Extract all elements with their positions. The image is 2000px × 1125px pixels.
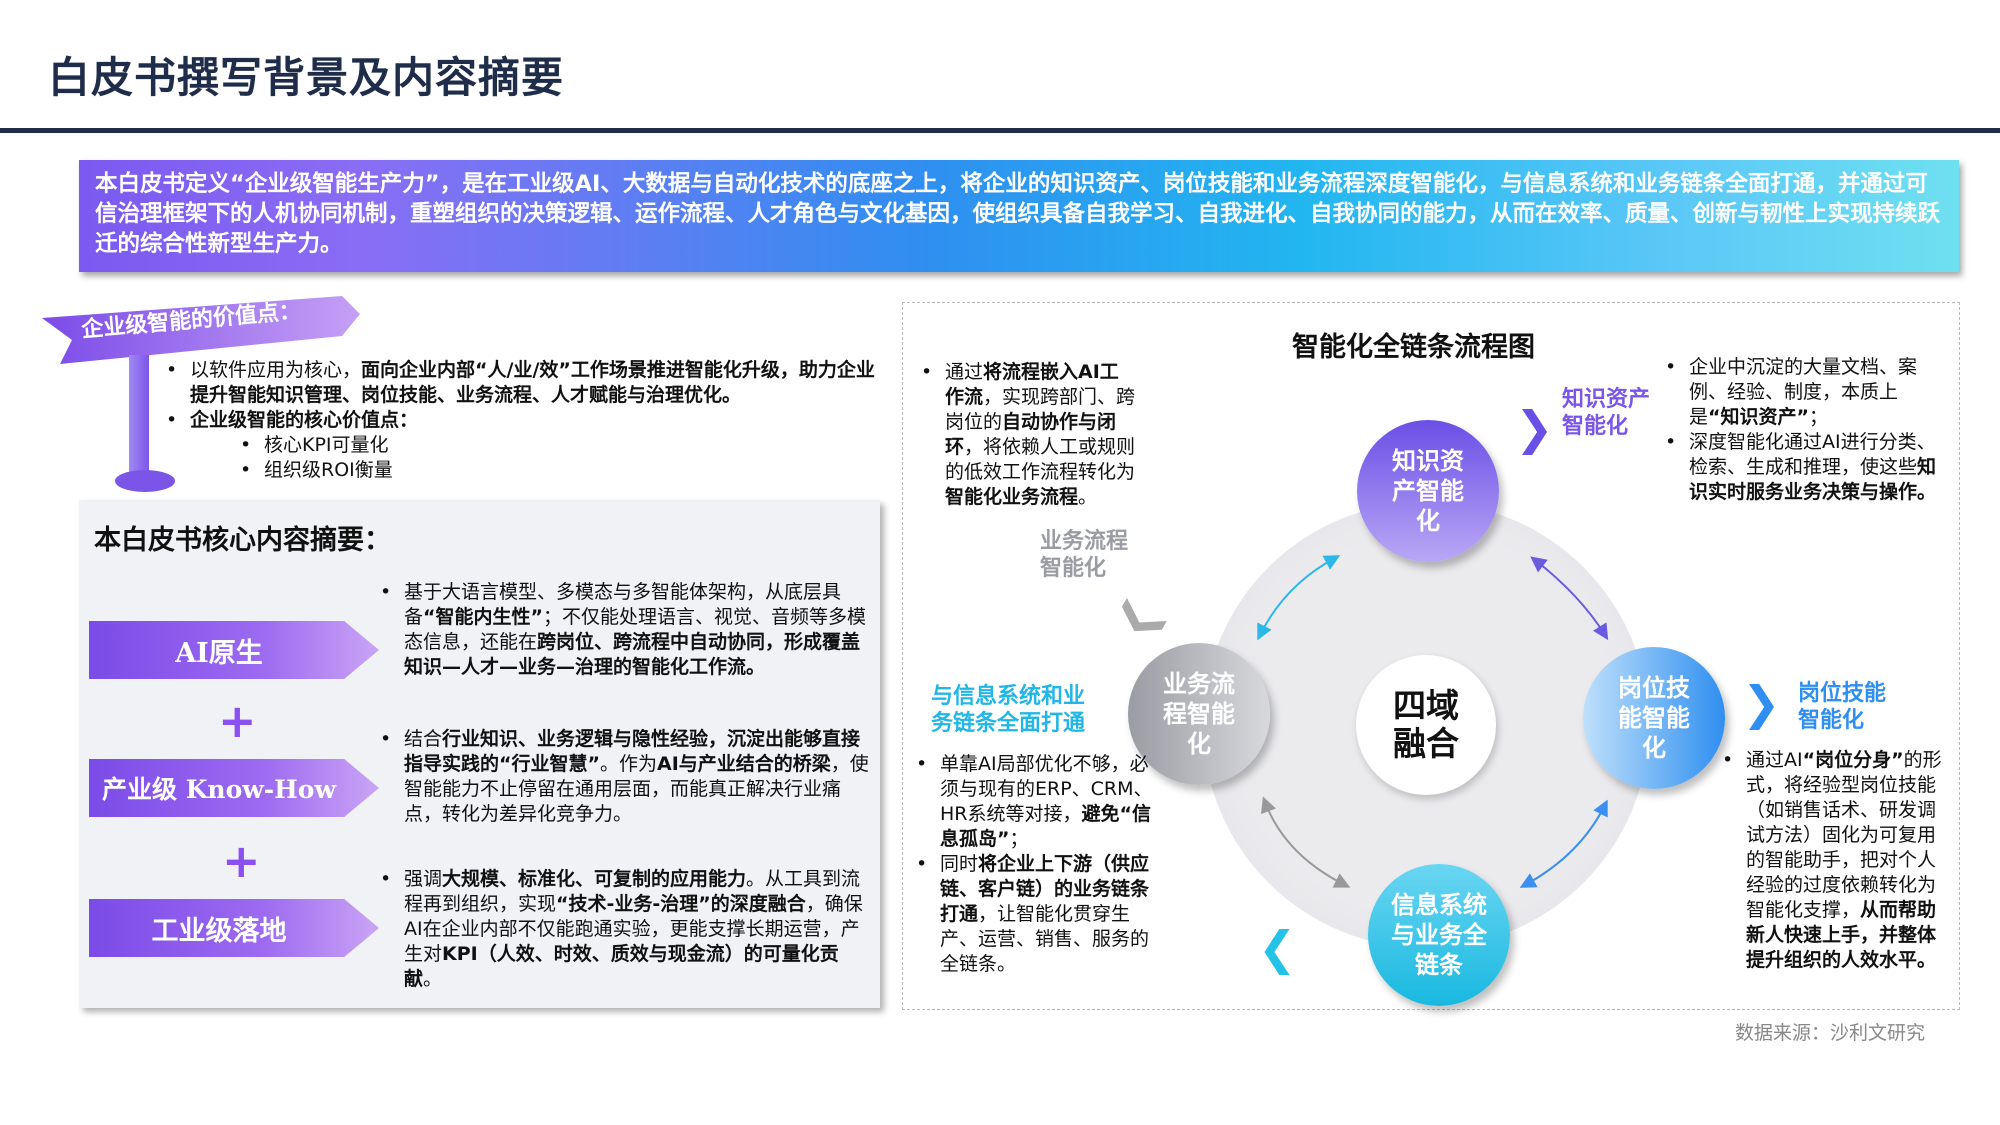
- text-segment: 单靠AI局部优化不够，必须与现有的ERP、CRM、HR系统等对接，: [940, 753, 1153, 825]
- text-segment: 同时: [940, 853, 979, 875]
- text-segment: 行业知识、业务逻辑与隐性经验，沉淀出能够直接指导实践的“行业智慧”: [404, 728, 861, 775]
- text-segment: ，让智能化贯穿生产、运营、销售、服务的全链条。: [940, 903, 1150, 975]
- text-segment: 将流程嵌入AI工作流: [945, 361, 1119, 408]
- bullet-item: 单靠AI局部优化不够，必须与现有的ERP、CRM、HR系统等对接，避免“信息孤岛…: [916, 752, 1166, 852]
- text-segment: 面向企业内部“人/业/效”工作场景推进智能化升级，助力企业提升智能知识管理、岗位…: [190, 359, 875, 406]
- note-knowledge: 企业中沉淀的大量文档、案例、经验、制度，本质上是“知识资产”；深度智能化通过AI…: [1665, 355, 1940, 505]
- flow-panel: [902, 302, 1960, 1010]
- text-segment: 通过AI: [1746, 749, 1803, 771]
- bullet-item: 同时将企业上下游（供应链、客户链）的业务链条打通，让智能化贯穿生产、运营、销售、…: [916, 852, 1166, 977]
- arrow-label-ai-native: AI原生: [89, 621, 379, 679]
- flow-title: 智能化全链条流程图: [1292, 332, 1535, 363]
- flow-arrows: [1257, 555, 1609, 888]
- text-segment: 。作为: [599, 753, 657, 775]
- bullet-item: 组织级ROI衡量: [166, 458, 886, 483]
- text-segment: ，使智能能力不止停留在通用层面，而能真正解决行业痛点，转化为差异化竞争力。: [404, 753, 869, 825]
- double-arrow-icon: [1257, 555, 1341, 641]
- text-segment: 以软件应用为核心，: [190, 359, 362, 381]
- label-process: 业务流程智能化: [1040, 529, 1129, 581]
- text-segment: KPI（人效、时效、质效与现金流）的可量化贡献: [404, 943, 839, 990]
- value-points-list: 以软件应用为核心，面向企业内部“人/业/效”工作场景推进智能化升级，助力企业提升…: [166, 358, 886, 483]
- bullet-item: 企业中沉淀的大量文档、案例、经验、制度，本质上是“知识资产”；: [1665, 355, 1940, 430]
- label-position: 岗位技能智能化: [1798, 681, 1887, 733]
- node-system: 信息系统与业务全链条: [1368, 864, 1510, 1006]
- center-circle: 四域融合: [1356, 655, 1496, 795]
- text-segment: 将企业上下游（供应链、客户链）的业务链条打通: [940, 853, 1150, 925]
- text-segment: 自动协作与闭环: [945, 411, 1117, 458]
- text-segment: 。: [1078, 486, 1098, 508]
- bullet-item: 通过将流程嵌入AI工作流，实现跨部门、跨岗位的自动协作与闭环，将依赖人工或规则的…: [921, 360, 1136, 510]
- chevron-left-icon: ❮: [1258, 921, 1297, 975]
- arrow-label-industrial: 工业级落地: [89, 899, 379, 957]
- text-segment: “知识资产”: [1708, 406, 1809, 428]
- bullet-item: 基于大语言模型、多模态与多智能体架构，从底层具备“智能内生性”；不仅能处理语言、…: [380, 580, 870, 680]
- summary-desc-2: 强调大规模、标准化、可复制的应用能力。从工具到流程再到组织，实现“技术-业务-治…: [380, 867, 870, 992]
- plus-icon: +: [218, 694, 257, 748]
- summary-title: 本白皮书核心内容摘要：: [94, 525, 391, 556]
- page-title: 白皮书撰写背景及内容摘要: [48, 53, 565, 102]
- text-segment: 企业中沉淀的大量文档、案例、经验、制度，本质上是: [1689, 356, 1918, 428]
- note-system: 单靠AI局部优化不够，必须与现有的ERP、CRM、HR系统等对接，避免“信息孤岛…: [916, 752, 1166, 977]
- text-segment: 大规模、标准化、可复制的应用能力: [442, 868, 747, 890]
- data-source: 数据来源：沙利文研究: [1735, 1022, 1926, 1044]
- summary-desc-1: 结合行业知识、业务逻辑与隐性经验，沉淀出能够直接指导实践的“行业智慧”。作为AI…: [380, 727, 870, 827]
- node-knowledge: 知识资产智能化: [1357, 420, 1499, 562]
- text-segment: 知识实时服务业务决策与操作。: [1689, 456, 1937, 503]
- bullet-item: 强调大规模、标准化、可复制的应用能力。从工具到流程再到组织，实现“技术-业务-治…: [380, 867, 870, 992]
- ribbon-pole-base: [115, 470, 175, 492]
- text-segment: 通过: [945, 361, 984, 383]
- text-segment: AI与产业结合的桥梁: [657, 753, 831, 775]
- label-system: 与信息系统和业务链条全面打通: [931, 684, 1086, 736]
- text-segment: 企业级智能的核心价值点：: [190, 409, 419, 431]
- text-segment: ，确保AI在企业内部不仅能跑通实验，更能支撑长期运营，产生对: [404, 893, 863, 965]
- bullet-item: 结合行业知识、业务逻辑与隐性经验，沉淀出能够直接指导实践的“行业智慧”。作为AI…: [380, 727, 870, 827]
- text-segment: “岗位分身”: [1802, 749, 1904, 771]
- text-segment: 深度智能化通过AI进行分类、检索、生成和推理，使这些: [1689, 431, 1936, 478]
- text-segment: 智能化业务流程: [945, 486, 1079, 508]
- double-arrow-icon: [1519, 799, 1608, 888]
- text-segment: 基于大语言模型、多模态与多智能体架构，从底层具备: [404, 581, 842, 628]
- arrow-label-know-how: 产业级 Know-How: [89, 759, 379, 817]
- text-segment: 避免“信息孤岛”: [940, 803, 1151, 850]
- value-points-ribbon: [42, 296, 360, 364]
- double-arrow-icon: [1530, 556, 1609, 641]
- title-divider: [0, 128, 2000, 133]
- text-segment: 从而帮助新人快速上手，并整体提升组织的人效水平。: [1746, 899, 1937, 971]
- text-segment: ；: [1809, 406, 1829, 428]
- text-segment: ；: [1009, 828, 1029, 850]
- chevron-right-icon: ❯: [1742, 676, 1781, 730]
- text-segment: “技术-业务-治理”的深度融合: [556, 893, 806, 915]
- text-segment: 结合: [404, 728, 443, 750]
- text-segment: 。: [423, 968, 443, 990]
- text-segment: ，将依赖人工或规则的低效工作流程转化为: [945, 436, 1136, 483]
- chevron-right-icon: ❯: [1515, 401, 1554, 455]
- bullet-item: 深度智能化通过AI进行分类、检索、生成和推理，使这些知识实时服务业务决策与操作。: [1665, 430, 1940, 505]
- text-segment: 。从工具到流程再到组织，实现: [404, 868, 861, 915]
- node-position: 岗位技能智能化: [1583, 647, 1725, 789]
- plus-icon: +: [222, 834, 261, 888]
- bullet-item: 核心KPI可量化: [166, 433, 886, 458]
- note-process: 通过将流程嵌入AI工作流，实现跨部门、跨岗位的自动协作与闭环，将依赖人工或规则的…: [921, 360, 1136, 510]
- bullet-item: 以软件应用为核心，面向企业内部“人/业/效”工作场景推进智能化升级，助力企业提升…: [166, 358, 886, 408]
- ribbon-pole: [129, 355, 149, 480]
- definition-banner: 本白皮书定义“企业级智能生产力”，是在工业级AI、大数据与自动化技术的底座之上，…: [79, 160, 1959, 272]
- text-segment: ，实现跨部门、跨岗位的: [945, 386, 1136, 433]
- bullet-item: 通过AI“岗位分身”的形式，将经验型岗位技能（如销售话术、研发调试方法）固化为可…: [1722, 748, 1947, 973]
- text-segment: “智能内生性”: [423, 606, 543, 628]
- text-segment: ；不仅能处理语言、视觉、音频等多模态信息，还能在: [404, 606, 867, 653]
- text-segment: 的形式，将经验型岗位技能（如销售话术、研发调试方法）固化为可复用的智能助手，把对…: [1746, 749, 1942, 921]
- summary-desc-0: 基于大语言模型、多模态与多智能体架构，从底层具备“智能内生性”；不仅能处理语言、…: [380, 580, 870, 680]
- double-arrow-icon: [1261, 796, 1351, 888]
- text-segment: 跨岗位、跨流程中自动协同，形成覆盖知识—人才—业务—治理的智能化工作流。: [404, 631, 861, 678]
- note-position: 通过AI“岗位分身”的形式，将经验型岗位技能（如销售话术、研发调试方法）固化为可…: [1722, 748, 1947, 973]
- bullet-item: 企业级智能的核心价值点：: [166, 408, 886, 433]
- text-segment: 强调: [404, 868, 443, 890]
- label-knowledge: 知识资产智能化: [1562, 387, 1651, 439]
